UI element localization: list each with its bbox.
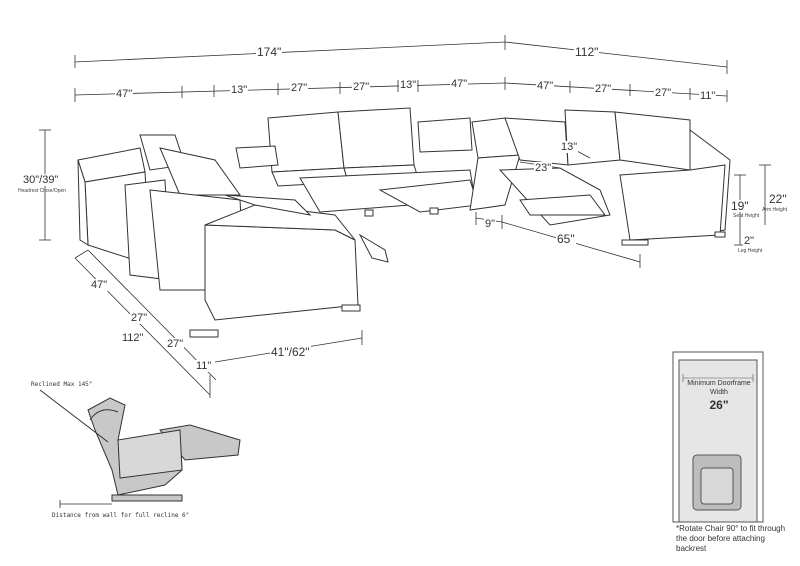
dim-corner-9: 9": [484, 218, 497, 230]
recline-illustration: [39, 389, 241, 508]
dim-side-47: 47": [90, 279, 109, 291]
dim-side-112: 112": [121, 332, 145, 344]
dim-seg-27c: 27": [594, 83, 613, 95]
recline-max-label: Reclined Max 145": [31, 381, 93, 388]
dim-headrest-height: 30"/39": [22, 174, 60, 186]
top-dimension-lines: [74, 35, 728, 102]
doorframe-title: Minimum Doorframe Width: [687, 380, 751, 396]
arm-height-caption: Arm Height: [762, 207, 788, 213]
dim-side-11: 11": [195, 360, 213, 372]
dim-footrest-65: 65": [556, 232, 576, 246]
dim-seg-13b: 13": [399, 79, 418, 91]
doorframe-width-value: 26": [709, 398, 729, 412]
dim-side-27a: 27": [130, 312, 149, 324]
dim-seg-27a: 27": [290, 82, 309, 94]
dim-arm-height: 22": [768, 192, 788, 206]
dim-seg-13a: 13": [230, 84, 249, 96]
dim-seat-23: 23": [534, 162, 553, 174]
dim-seg-47a: 47": [115, 88, 134, 100]
dim-seg-27d: 27": [654, 87, 673, 99]
dim-seg-47c: 47": [536, 80, 555, 92]
dim-total-112: 112": [574, 45, 600, 59]
doorframe-illustration: [672, 351, 764, 523]
dim-side-27b: 27": [166, 338, 185, 350]
dim-depth-41-62: 41"/62": [270, 345, 311, 359]
leg-height-caption: Leg Height: [738, 248, 763, 254]
dim-seat-height: 19": [730, 199, 750, 213]
dim-seg-11a: 11": [699, 90, 717, 102]
dim-total-174: 174": [256, 45, 283, 59]
seat-height-caption: Seat Height: [733, 213, 760, 219]
sofa-left-section: [77, 134, 389, 338]
headrest-caption: Headrest Close/Open: [18, 188, 67, 194]
doorframe-caption: *Rotate Chair 90° to fit through the doo…: [676, 524, 786, 553]
dim-leg-height: 2": [743, 235, 756, 247]
sofa-middle-section: [235, 107, 479, 217]
sofa-right-section: [469, 109, 731, 246]
dim-arm-13: 13": [560, 141, 579, 153]
wall-distance-label: Distance from wall for full recline 6": [52, 512, 190, 519]
dim-seg-27b: 27": [352, 81, 371, 93]
dim-seg-47b: 47": [450, 78, 469, 90]
